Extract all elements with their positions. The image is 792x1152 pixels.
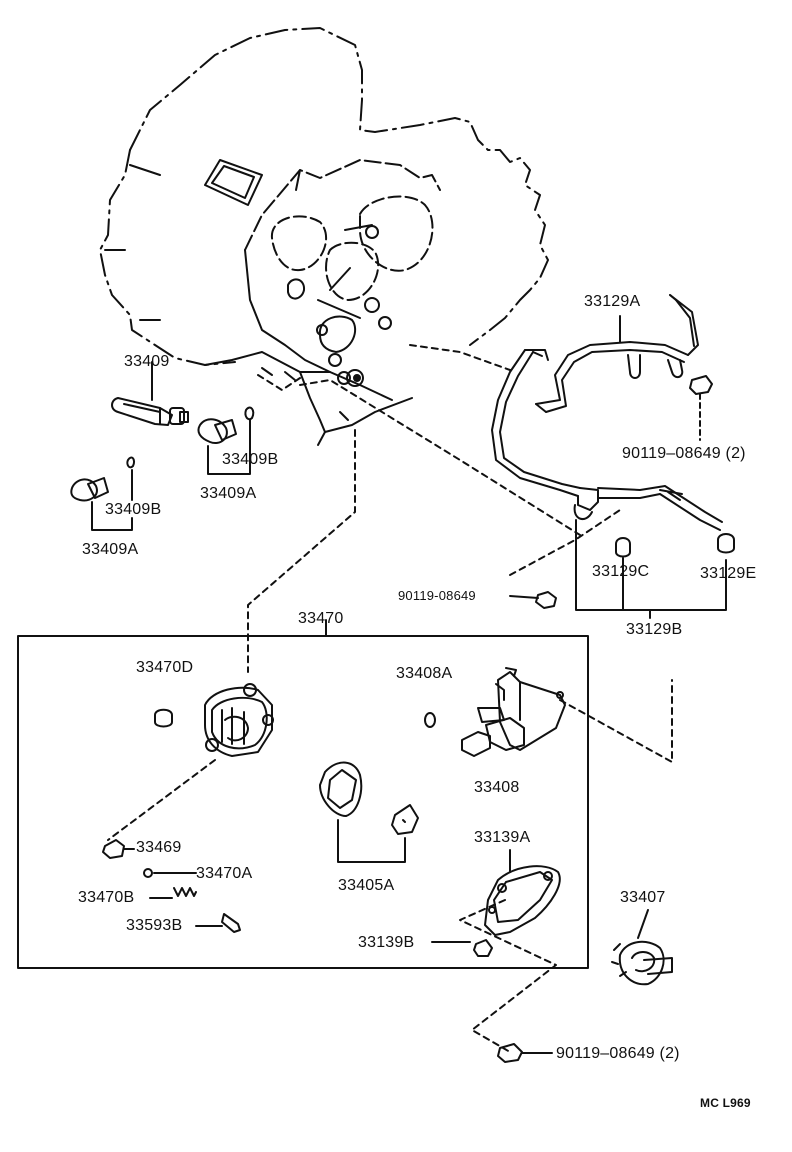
gear-33407: [611, 909, 673, 986]
label-90119-bottom: 90119–08649 (2): [556, 1045, 680, 1062]
oring-33408A: [424, 712, 436, 728]
plug-33470D: [154, 708, 173, 728]
bolt-90119-bottom: [497, 1043, 553, 1063]
label-33129B: 33129B: [626, 621, 683, 638]
label-33129C: 33129C: [592, 563, 650, 580]
bolt-33139B: [431, 939, 493, 957]
label-33470: 33470: [298, 610, 344, 627]
valve-33408: [461, 667, 566, 757]
transmission-case: [99, 27, 549, 446]
label-33409B-a: 33409B: [222, 451, 279, 468]
oring-33470A: [143, 868, 197, 878]
label-33409A-b: 33409A: [82, 541, 139, 558]
label-33409B-b: 33409B: [105, 501, 162, 518]
part-33409-group: [70, 361, 255, 531]
label-33593B: 33593B: [126, 917, 183, 934]
label-90119-mid: 90119-08649: [398, 588, 476, 603]
cap-33129C: [615, 537, 631, 561]
label-33470A: 33470A: [196, 865, 253, 882]
bolt-90119-mid: [509, 591, 557, 609]
pipe-33129B: [491, 349, 723, 531]
diagram-code: MC L969: [700, 1096, 751, 1110]
label-33409A-a: 33409A: [200, 485, 257, 502]
plug-33469: [102, 839, 135, 859]
pin-33593B: [195, 913, 241, 933]
pipe-33129A: [535, 294, 699, 413]
label-33139B: 33139B: [358, 934, 415, 951]
label-33470D: 33470D: [136, 659, 194, 676]
label-33408A: 33408A: [396, 665, 453, 682]
label-33407: 33407: [620, 889, 666, 906]
label-90119-top: 90119–08649 (2): [622, 445, 746, 462]
label-33129A: 33129A: [584, 293, 641, 310]
label-33139A: 33139A: [474, 829, 531, 846]
leader-33129B: [575, 519, 727, 619]
label-33129E: 33129E: [700, 565, 757, 582]
spring-33470B: [149, 887, 197, 899]
label-33470B: 33470B: [78, 889, 135, 906]
label-33408: 33408: [474, 779, 520, 796]
bolt-90119-top: [689, 375, 713, 441]
cap-33129E: [717, 533, 735, 554]
kit-box-33470: [17, 635, 589, 969]
dashed-leaders: [107, 344, 673, 1053]
label-33405A: 33405A: [338, 877, 395, 894]
oil-pump-body: [204, 683, 274, 757]
rotor-33405A: [319, 761, 419, 863]
label-33409: 33409: [124, 353, 170, 370]
cover-33139A: [484, 849, 561, 936]
label-33469: 33469: [136, 839, 182, 856]
